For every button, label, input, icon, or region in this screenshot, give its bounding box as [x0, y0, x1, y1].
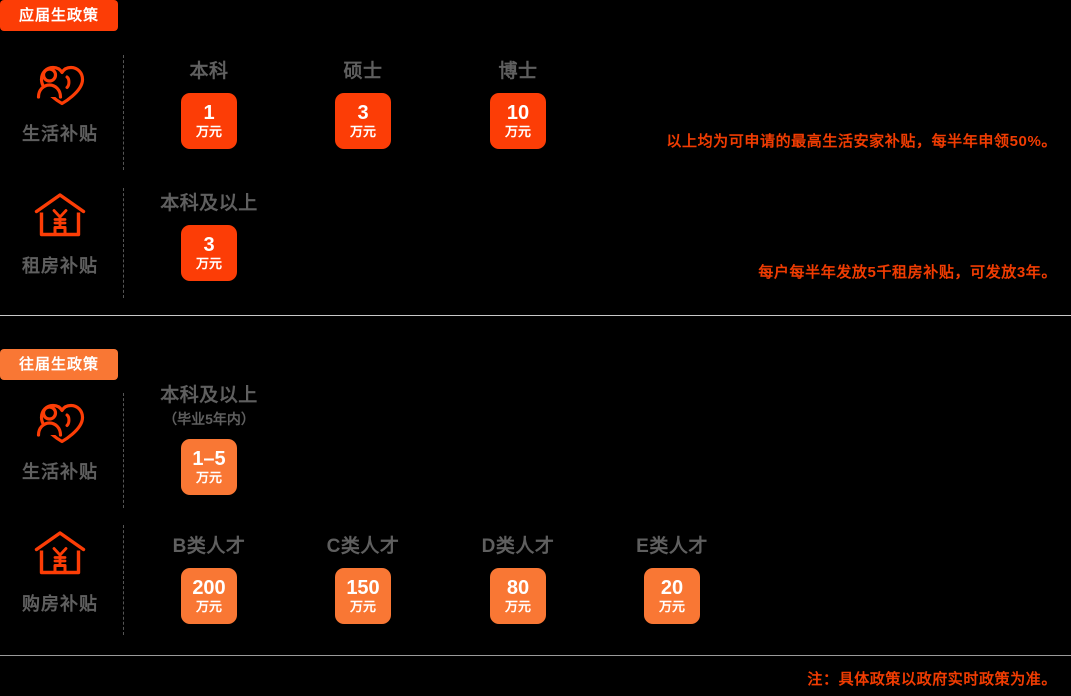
- row-caption-living-allowance-past: 生活补贴: [22, 462, 98, 482]
- dashed-separator-4: [123, 525, 124, 635]
- footer-note: 注：具体政策以政府实时政策为准。: [807, 671, 1057, 688]
- person-in-heart-icon: [0, 396, 120, 446]
- amount-chip: 150 万元: [335, 568, 391, 624]
- row-living-allowance-past: 生活补贴: [0, 396, 120, 484]
- amount-unit: 万元: [504, 598, 531, 614]
- amount-value: 3: [357, 101, 369, 124]
- dashed-separator-3: [123, 393, 124, 508]
- badge-fresh-graduate-policy: 应届生政策: [0, 0, 118, 31]
- column-title: 博士: [498, 61, 538, 82]
- amount-value: 3: [203, 233, 215, 256]
- note-rental-subsidy-fresh: 每户每半年发放5千租房补贴，可发放3年。: [758, 264, 1057, 281]
- column-talent-e: E类人才 20 万元: [602, 531, 742, 624]
- amount-unit: 万元: [349, 598, 376, 614]
- column-talent-c: C类人才 150 万元: [293, 531, 433, 624]
- amount-chip: 200 万元: [181, 568, 237, 624]
- amount-value: 1: [203, 101, 215, 124]
- amount-unit: 万元: [195, 123, 222, 139]
- amount-chip: 10 万元: [490, 93, 546, 149]
- column-title: 硕士: [343, 61, 383, 82]
- row-caption-rental-subsidy: 租房补贴: [22, 256, 98, 276]
- column-title: C类人才: [326, 536, 400, 557]
- row-living-allowance-fresh: 生活补贴: [0, 58, 120, 146]
- column-bachelor-and-above-past: 本科及以上 （毕业5年内） 1–5 万元: [139, 380, 279, 495]
- column-subtitle: （毕业5年内）: [163, 411, 255, 427]
- row-rental-subsidy-fresh: 租房补贴: [0, 190, 120, 278]
- note-living-allowance-fresh: 以上均为可申请的最高生活安家补贴，每半年申领50%。: [666, 133, 1057, 150]
- amount-unit: 万元: [349, 123, 376, 139]
- column-talent-d: D类人才 80 万元: [448, 531, 588, 624]
- amount-value: 200: [192, 576, 226, 599]
- column-title: 本科: [189, 61, 229, 82]
- column-title: E类人才: [636, 536, 708, 557]
- amount-chip: 20 万元: [644, 568, 700, 624]
- amount-value: 80: [506, 576, 530, 599]
- amount-value: 150: [346, 576, 380, 599]
- amount-chip: 1 万元: [181, 93, 237, 149]
- row-caption-home-purchase-subsidy: 购房补贴: [22, 594, 98, 614]
- house-yuan-icon: [0, 190, 120, 240]
- amount-chip: 3 万元: [335, 93, 391, 149]
- dashed-separator-2: [123, 188, 124, 298]
- amount-unit: 万元: [504, 123, 531, 139]
- amount-chip: 80 万元: [490, 568, 546, 624]
- amount-chip: 1–5 万元: [181, 439, 237, 495]
- house-yuan-icon: [0, 528, 120, 578]
- amount-unit: 万元: [658, 598, 685, 614]
- dashed-separator-1: [123, 55, 124, 170]
- column-bachelor-living: 本科 1 万元: [139, 56, 279, 149]
- amount-value: 20: [660, 576, 684, 599]
- footer-divider-rule: [0, 655, 1071, 656]
- column-bachelor-and-above-rental: 本科及以上 3 万元: [139, 188, 279, 281]
- amount-value: 10: [506, 101, 530, 124]
- column-title: D类人才: [481, 536, 555, 557]
- column-title: 本科及以上: [160, 385, 258, 406]
- amount-unit: 万元: [195, 255, 222, 271]
- amount-unit: 万元: [195, 598, 222, 614]
- amount-chip: 3 万元: [181, 225, 237, 281]
- row-caption-living-allowance: 生活补贴: [22, 124, 98, 144]
- column-talent-b: B类人才 200 万元: [139, 531, 279, 624]
- column-title: B类人才: [172, 536, 246, 557]
- row-home-purchase-subsidy: 购房补贴: [0, 528, 120, 616]
- column-master-living: 硕士 3 万元: [293, 56, 433, 149]
- column-title: 本科及以上: [160, 193, 258, 214]
- amount-value: 1–5: [192, 447, 226, 470]
- section-divider-rule: [0, 315, 1071, 316]
- badge-past-graduate-policy: 往届生政策: [0, 349, 118, 380]
- amount-unit: 万元: [195, 469, 222, 485]
- person-in-heart-icon: [0, 58, 120, 108]
- column-doctor-living: 博士 10 万元: [448, 56, 588, 149]
